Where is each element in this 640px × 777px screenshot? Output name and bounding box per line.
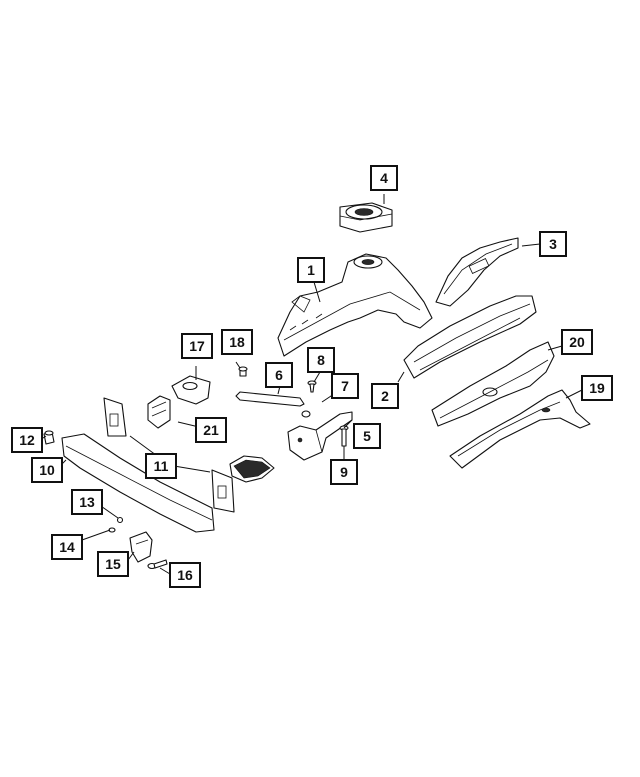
callout-20: 20 xyxy=(561,329,593,355)
callout-7: 7 xyxy=(331,373,359,399)
part-21-bracket xyxy=(147,395,171,429)
callout-3-label: 3 xyxy=(549,236,557,252)
callout-19: 19 xyxy=(581,375,613,401)
part-18-screw xyxy=(238,366,248,377)
callout-17: 17 xyxy=(181,333,213,359)
part-1-front-rail xyxy=(277,253,433,357)
callout-5: 5 xyxy=(353,423,381,449)
callout-17-label: 17 xyxy=(189,338,205,354)
callout-18-label: 18 xyxy=(229,334,245,350)
part-6-strip xyxy=(235,391,305,407)
callout-13-label: 13 xyxy=(79,494,95,510)
callout-9: 9 xyxy=(330,459,358,485)
callout-2: 2 xyxy=(371,383,399,409)
part-2-side-rail xyxy=(403,295,537,379)
callout-4: 4 xyxy=(370,165,398,191)
callout-19-label: 19 xyxy=(589,380,605,396)
callout-15: 15 xyxy=(97,551,129,577)
callout-2-label: 2 xyxy=(381,388,389,404)
callout-1: 1 xyxy=(297,257,325,283)
callout-14-label: 14 xyxy=(59,539,75,555)
callout-14: 14 xyxy=(51,534,83,560)
callout-12-label: 12 xyxy=(19,432,35,448)
part-3-upper-rail xyxy=(435,237,519,307)
callout-21-label: 21 xyxy=(203,422,219,438)
callout-9-label: 9 xyxy=(340,464,348,480)
callout-15-label: 15 xyxy=(105,556,121,572)
part-20-rail-extension xyxy=(431,341,555,427)
callout-5-label: 5 xyxy=(363,428,371,444)
part-10-bumper-beam xyxy=(61,397,235,533)
callout-16-label: 16 xyxy=(177,567,193,583)
part-8-screw xyxy=(307,380,317,393)
callout-11-label: 11 xyxy=(154,458,169,474)
part-15-lower-bracket xyxy=(129,531,153,563)
callout-10-label: 10 xyxy=(39,462,55,478)
callout-6-label: 6 xyxy=(275,367,283,383)
callout-13: 13 xyxy=(71,489,103,515)
callout-11: 11 xyxy=(145,453,177,479)
part-12-bolt xyxy=(43,430,55,445)
callout-4-label: 4 xyxy=(380,170,388,186)
part-19-lower-extension xyxy=(449,389,591,469)
callout-8-label: 8 xyxy=(317,352,325,368)
part-11-crush-box xyxy=(229,455,275,483)
callout-8: 8 xyxy=(307,347,335,373)
callout-1-label: 1 xyxy=(307,262,315,278)
callout-3: 3 xyxy=(539,231,567,257)
part-16-bolt xyxy=(147,559,168,570)
callout-7-label: 7 xyxy=(341,378,349,394)
callout-6: 6 xyxy=(265,362,293,388)
part-13-nut xyxy=(116,516,124,524)
callout-18: 18 xyxy=(221,329,253,355)
callout-12: 12 xyxy=(11,427,43,453)
part-9-bolt xyxy=(339,425,349,447)
callout-21: 21 xyxy=(195,417,227,443)
callout-16: 16 xyxy=(169,562,201,588)
callout-20-label: 20 xyxy=(569,334,585,350)
callout-10: 10 xyxy=(31,457,63,483)
part-7-washer xyxy=(301,410,311,418)
part-17-mount-bracket xyxy=(171,375,211,405)
part-4-strut-cap xyxy=(339,202,393,233)
